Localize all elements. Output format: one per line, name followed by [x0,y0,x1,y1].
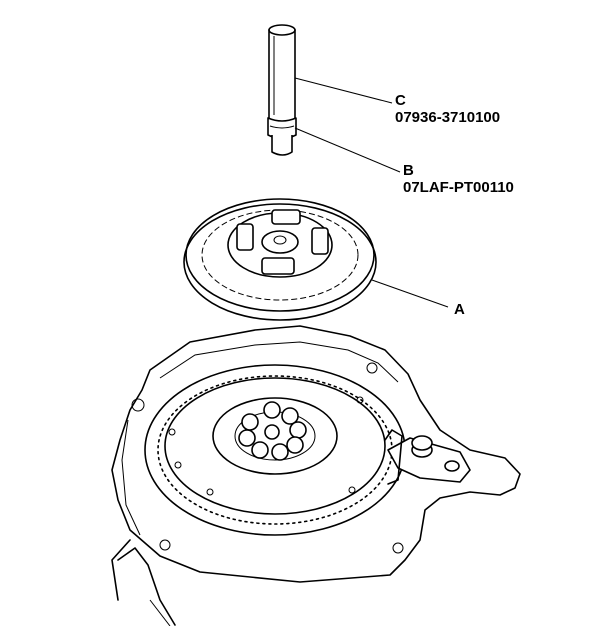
pilot-tool-icon [267,117,297,156]
leader-line-c [294,77,393,104]
callout-c-letter: C [395,92,406,109]
engine-block [111,325,521,626]
flywheel-bolts [238,401,307,461]
handle-tool-icon [268,24,296,119]
clutch-disc-icon [183,198,377,321]
leader-line-b [294,127,401,173]
flywheel-icon [144,364,406,536]
leader-line-a [371,279,449,308]
callout-c-part-number: 07936-3710100 [395,109,501,126]
ring-gear-holder-icon [384,429,471,485]
callout-a-letter: A [454,301,465,318]
callout-b-part-number: 07LAF-PT00110 [403,179,514,196]
callout-b-letter: B [403,162,414,179]
